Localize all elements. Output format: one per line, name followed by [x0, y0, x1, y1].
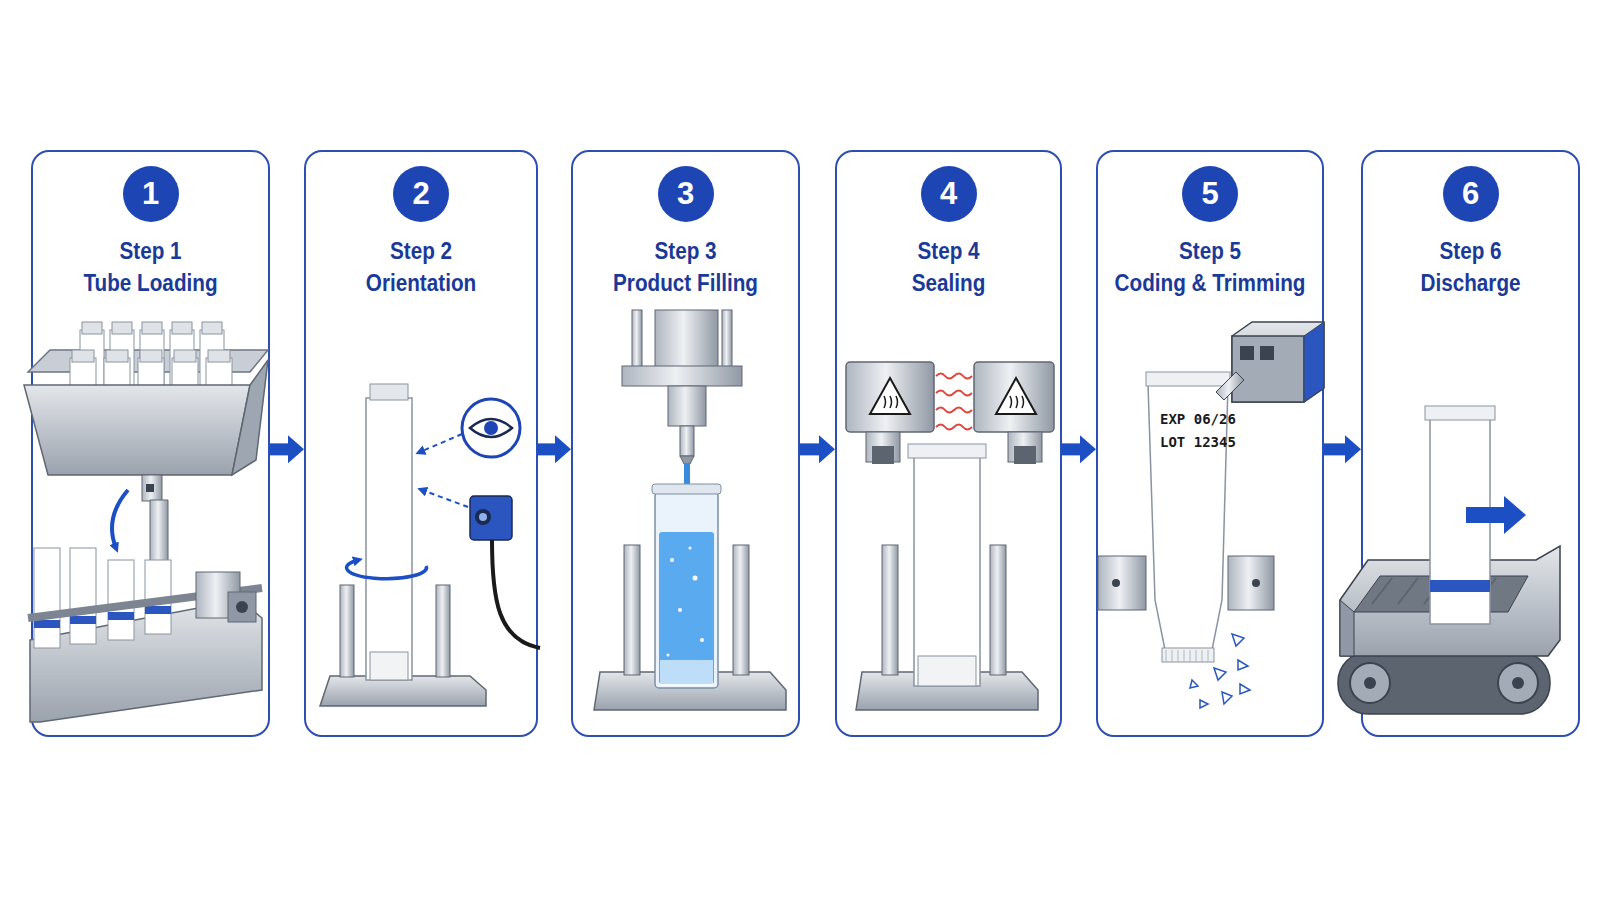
step-label: Step 2	[318, 237, 525, 265]
step-title: Product Filling	[584, 269, 787, 297]
step-title: Coding & Trimming	[1109, 269, 1311, 297]
arrow-head	[1080, 435, 1096, 463]
step-number: 5	[1182, 166, 1238, 222]
step-number-circle: 3	[658, 166, 714, 222]
flow-arrow	[538, 435, 571, 463]
step-number: 2	[393, 166, 449, 222]
step-label: Step 4	[848, 237, 1049, 265]
arrow-head	[288, 435, 304, 463]
step-panel: Step 2 Orientation 2	[304, 150, 538, 737]
arrow-shaft	[270, 443, 289, 455]
flow-arrow	[1324, 435, 1361, 463]
arrow-shaft	[1062, 443, 1081, 455]
flow-arrow	[1062, 435, 1096, 463]
step-title: Orientation	[318, 269, 525, 297]
step-label: Step 1	[45, 237, 257, 265]
step-number-circle: 2	[393, 166, 449, 222]
step-panel: Step 6 Discharge 6	[1361, 150, 1580, 737]
step-panel: Step 3 Product Filling 3	[571, 150, 800, 737]
step-title: Discharge	[1374, 269, 1568, 297]
print-code: EXP 06/26	[1160, 410, 1236, 428]
arrow-shaft	[538, 443, 556, 455]
flow-arrow	[800, 435, 835, 463]
arrow-head	[555, 435, 571, 463]
step-label: Step 5	[1109, 237, 1311, 265]
step-panel: Step 1 Tube Loading 1	[31, 150, 270, 737]
step-title: Tube Loading	[45, 269, 257, 297]
step-number-circle: 5	[1182, 166, 1238, 222]
arrow-shaft	[800, 443, 820, 455]
step-number: 4	[921, 166, 977, 222]
step-title: Sealing	[848, 269, 1049, 297]
step-panel: Step 4 Sealing 4	[835, 150, 1062, 737]
step-label: Step 3	[584, 237, 787, 265]
step-number-circle: 6	[1443, 166, 1499, 222]
arrow-head	[819, 435, 835, 463]
flow-arrow	[270, 435, 304, 463]
arrow-shaft	[1324, 443, 1346, 455]
step-label: Step 6	[1374, 237, 1568, 265]
print-code: LOT 12345	[1160, 433, 1236, 451]
step-number: 6	[1443, 166, 1499, 222]
discharge-illustration-part	[1340, 600, 1354, 656]
arrow-head	[1345, 435, 1361, 463]
step-number-circle: 1	[123, 166, 179, 222]
step-number: 1	[123, 166, 179, 222]
step-number: 3	[658, 166, 714, 222]
step-number-circle: 4	[921, 166, 977, 222]
